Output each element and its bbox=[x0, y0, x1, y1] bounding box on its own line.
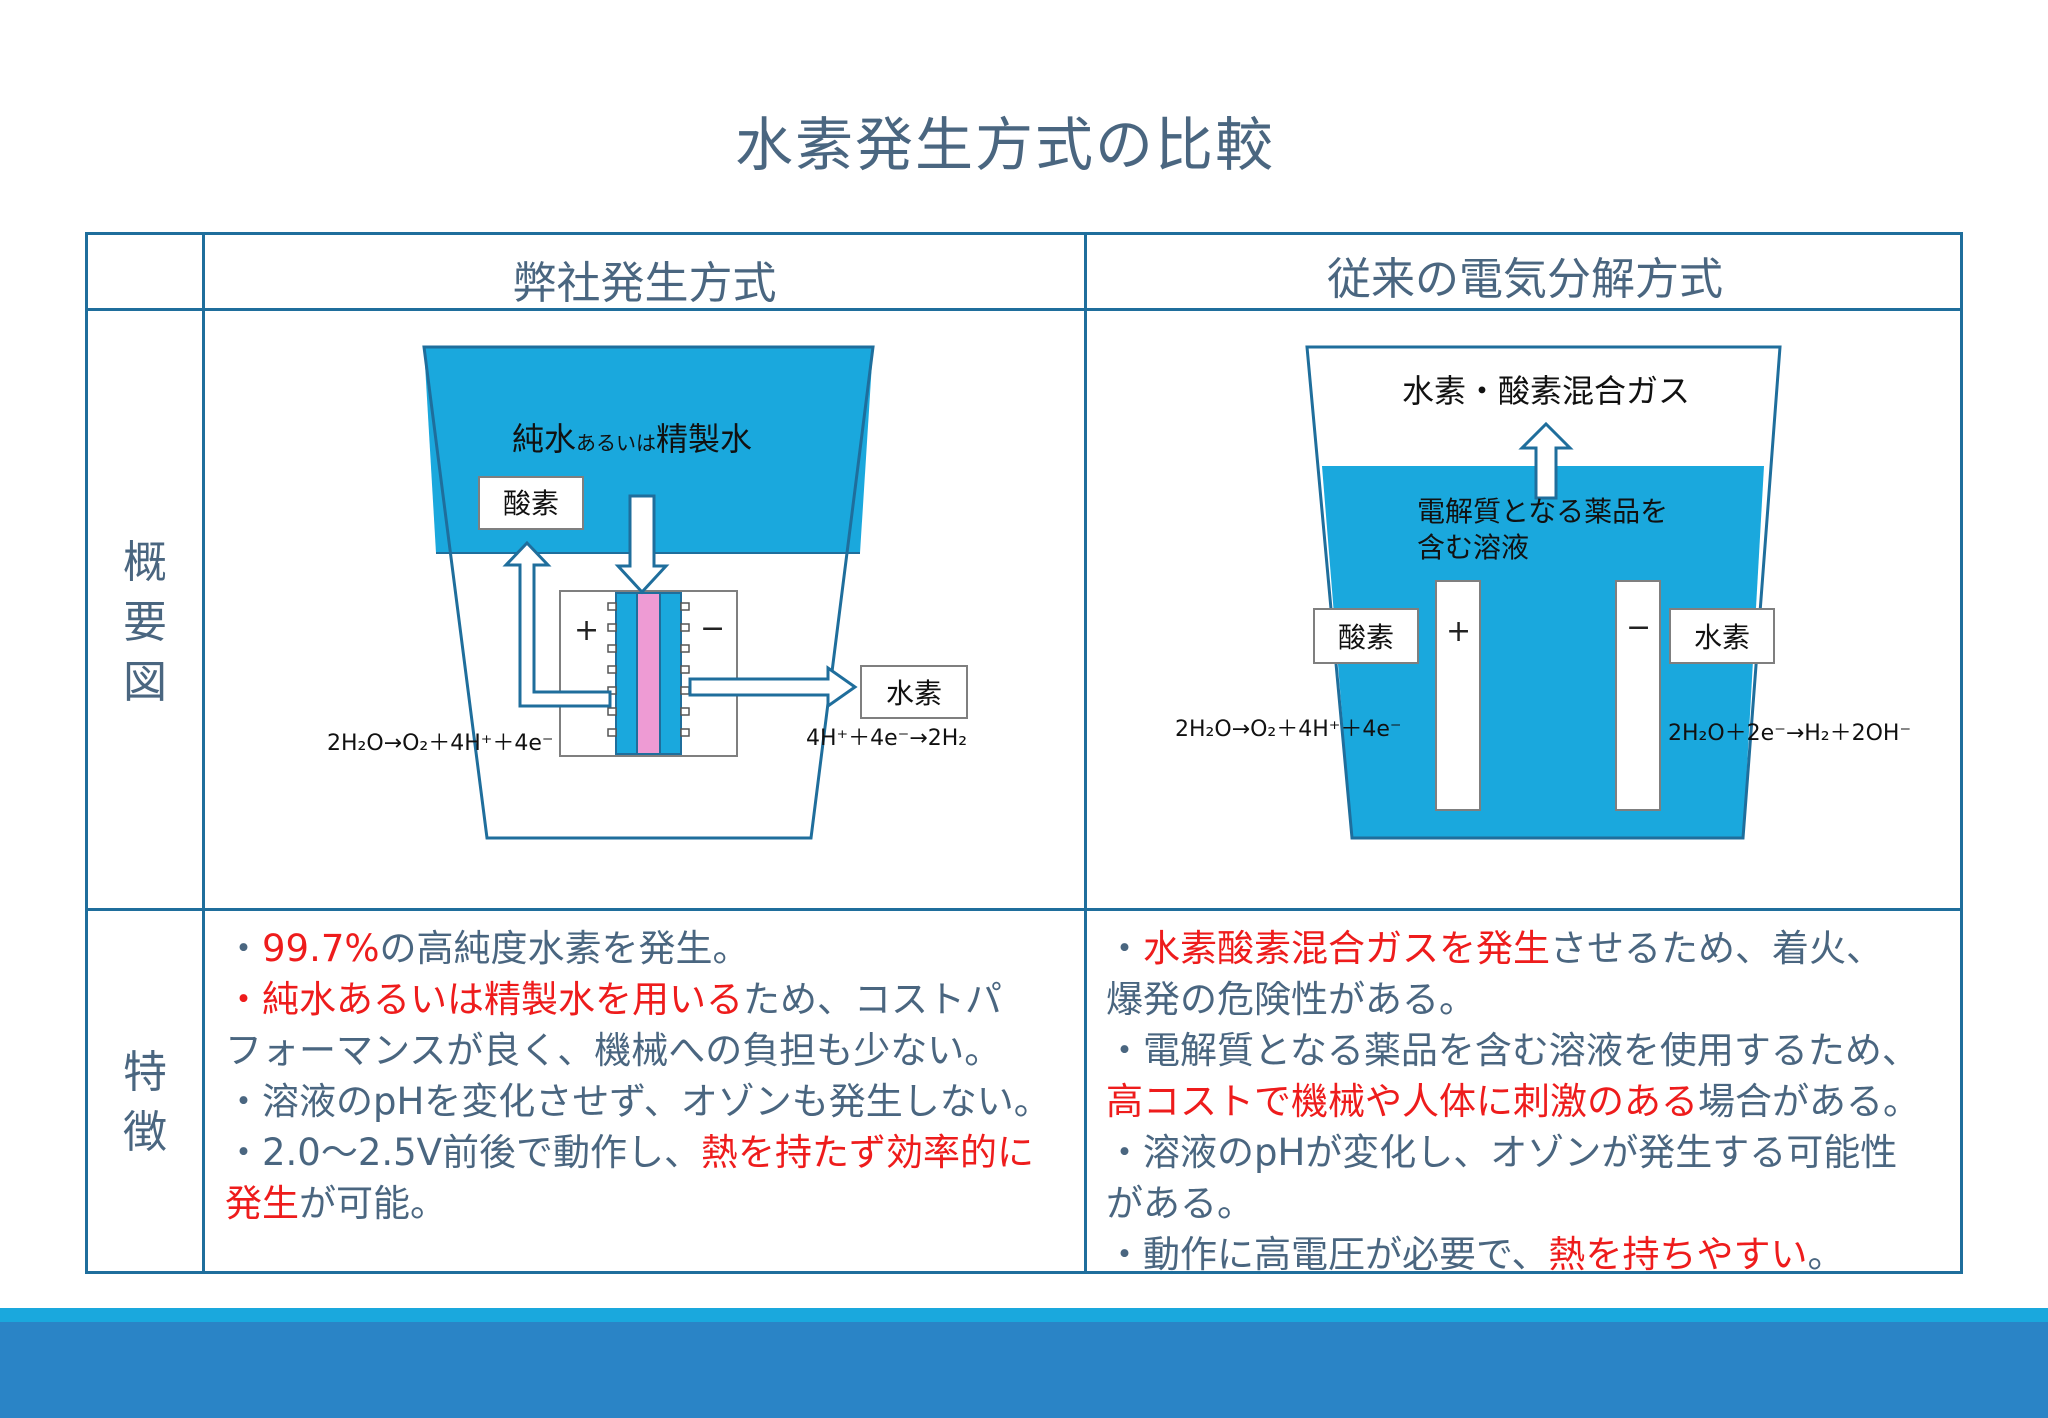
oxygen-label: 酸素 bbox=[503, 487, 559, 520]
minus-sign: − bbox=[1626, 610, 1651, 645]
feature-line: ・水素酸素混合ガスを発生させるため、着火、 bbox=[1106, 927, 1883, 970]
hydrogen-label-box bbox=[860, 665, 968, 719]
feature-line: ・99.7%の高純度水素を発生。 bbox=[225, 927, 750, 970]
plus-sign: + bbox=[574, 613, 599, 648]
feature-line: 発生が可能。 bbox=[225, 1182, 447, 1225]
features-conventional-method: ・水素酸素混合ガスを発生させるため、着火、 爆発の危険性がある。 ・電解質となる… bbox=[1106, 923, 1920, 1280]
hydrogen-label-box bbox=[1669, 608, 1775, 664]
solution-label: 電解質となる薬品を bbox=[1417, 495, 1668, 528]
anode-equation: 2H₂O→O₂＋4H⁺＋4e⁻ bbox=[327, 731, 554, 756]
oxygen-outflow-arrow bbox=[502, 540, 612, 708]
hydrogen-label: 水素 bbox=[1694, 621, 1750, 654]
feature-line: フォーマンスが良く、機械への負担も少ない。 bbox=[225, 1029, 1002, 1072]
feature-line: ・2.0〜2.5V前後で動作し、熱を持たず効率的に bbox=[225, 1131, 1034, 1174]
column-header-our-method: 弊社発生方式 bbox=[512, 258, 777, 309]
solution-label: 含む溶液 bbox=[1417, 531, 1529, 564]
feature-line: ・溶液のpHを変化させず、オゾンも発生しない。 bbox=[225, 1080, 1051, 1123]
features-our-method: ・99.7%の高純度水素を発生。 ・純水あるいは精製水を用いるため、コストパ フ… bbox=[225, 923, 1051, 1229]
water-label: 純水あるいは精製水 bbox=[512, 420, 752, 458]
mixed-gas-label: 水素・酸素混合ガス bbox=[1402, 372, 1690, 410]
hydrogen-outflow-arrow bbox=[688, 665, 858, 709]
plus-sign: + bbox=[1446, 614, 1471, 649]
cathode-equation: 4H⁺＋4e⁻→2H₂ bbox=[806, 726, 967, 751]
comparison-table: 弊社発生方式 従来の電気分解方式 概要図 特徴 ・99.7%の高純度水素を発生。… bbox=[85, 232, 1963, 1276]
anode-plate bbox=[1435, 580, 1481, 811]
feature-line: がある。 bbox=[1106, 1182, 1254, 1225]
table-divider bbox=[88, 908, 1960, 911]
table-divider bbox=[202, 235, 205, 1271]
hydrogen-label: 水素 bbox=[886, 677, 942, 710]
footer-accent-bar bbox=[0, 1308, 2048, 1322]
row-header-features: 特徴 bbox=[123, 1047, 167, 1158]
water-inflow-arrow bbox=[614, 494, 670, 595]
feature-line: ・電解質となる薬品を含む溶液を使用するため、 bbox=[1106, 1029, 1919, 1072]
container-outline bbox=[422, 345, 875, 840]
table-divider bbox=[1084, 235, 1087, 1271]
cathode bbox=[659, 592, 682, 755]
anode-equation: 2H₂O→O₂＋4H⁺＋4e⁻ bbox=[1175, 717, 1402, 742]
oxygen-label-box bbox=[478, 476, 584, 530]
conventional-method-diagram: 水素・酸素混合ガス 電解質となる薬品を 含む溶液 + − 酸素 水素 2H₂O→… bbox=[1175, 345, 1911, 840]
oxygen-label-box bbox=[1313, 608, 1419, 664]
feature-line: ・純水あるいは精製水を用いるため、コストパ bbox=[225, 978, 1002, 1021]
feature-line: ・動作に高電圧が必要で、熱を持ちやすい。 bbox=[1106, 1233, 1845, 1276]
gas-space bbox=[1307, 347, 1780, 466]
page-title: 水素発生方式の比較 bbox=[734, 111, 1275, 179]
cathode-equation: 2H₂O＋2e⁻→H₂＋2OH⁻ bbox=[1668, 721, 1911, 746]
feature-line: ・溶液のpHが変化し、オゾンが発生する可能性 bbox=[1106, 1131, 1898, 1174]
minus-sign: − bbox=[700, 611, 725, 646]
oxygen-label: 酸素 bbox=[1338, 621, 1394, 654]
table-divider bbox=[88, 308, 1960, 311]
feature-line: 高コストで機械や人体に刺激のある場合がある。 bbox=[1106, 1080, 1920, 1123]
cathode-plate bbox=[1615, 580, 1661, 811]
column-header-conventional-method: 従来の電気分解方式 bbox=[1327, 254, 1723, 305]
membrane bbox=[636, 592, 661, 755]
container-outline bbox=[1305, 345, 1782, 840]
footer-bar bbox=[0, 1322, 2048, 1418]
our-method-diagram: 純水あるいは精製水 + − 酸素 水素 2H₂O→O₂＋4H⁺＋4e⁻ 4H⁺＋… bbox=[327, 345, 968, 840]
electrode-terminals bbox=[607, 602, 690, 737]
anode bbox=[615, 592, 638, 755]
gas-outflow-arrow bbox=[1518, 421, 1574, 500]
row-header-diagram: 概要図 bbox=[123, 537, 167, 708]
feature-line: 爆発の危険性がある。 bbox=[1106, 978, 1476, 1021]
